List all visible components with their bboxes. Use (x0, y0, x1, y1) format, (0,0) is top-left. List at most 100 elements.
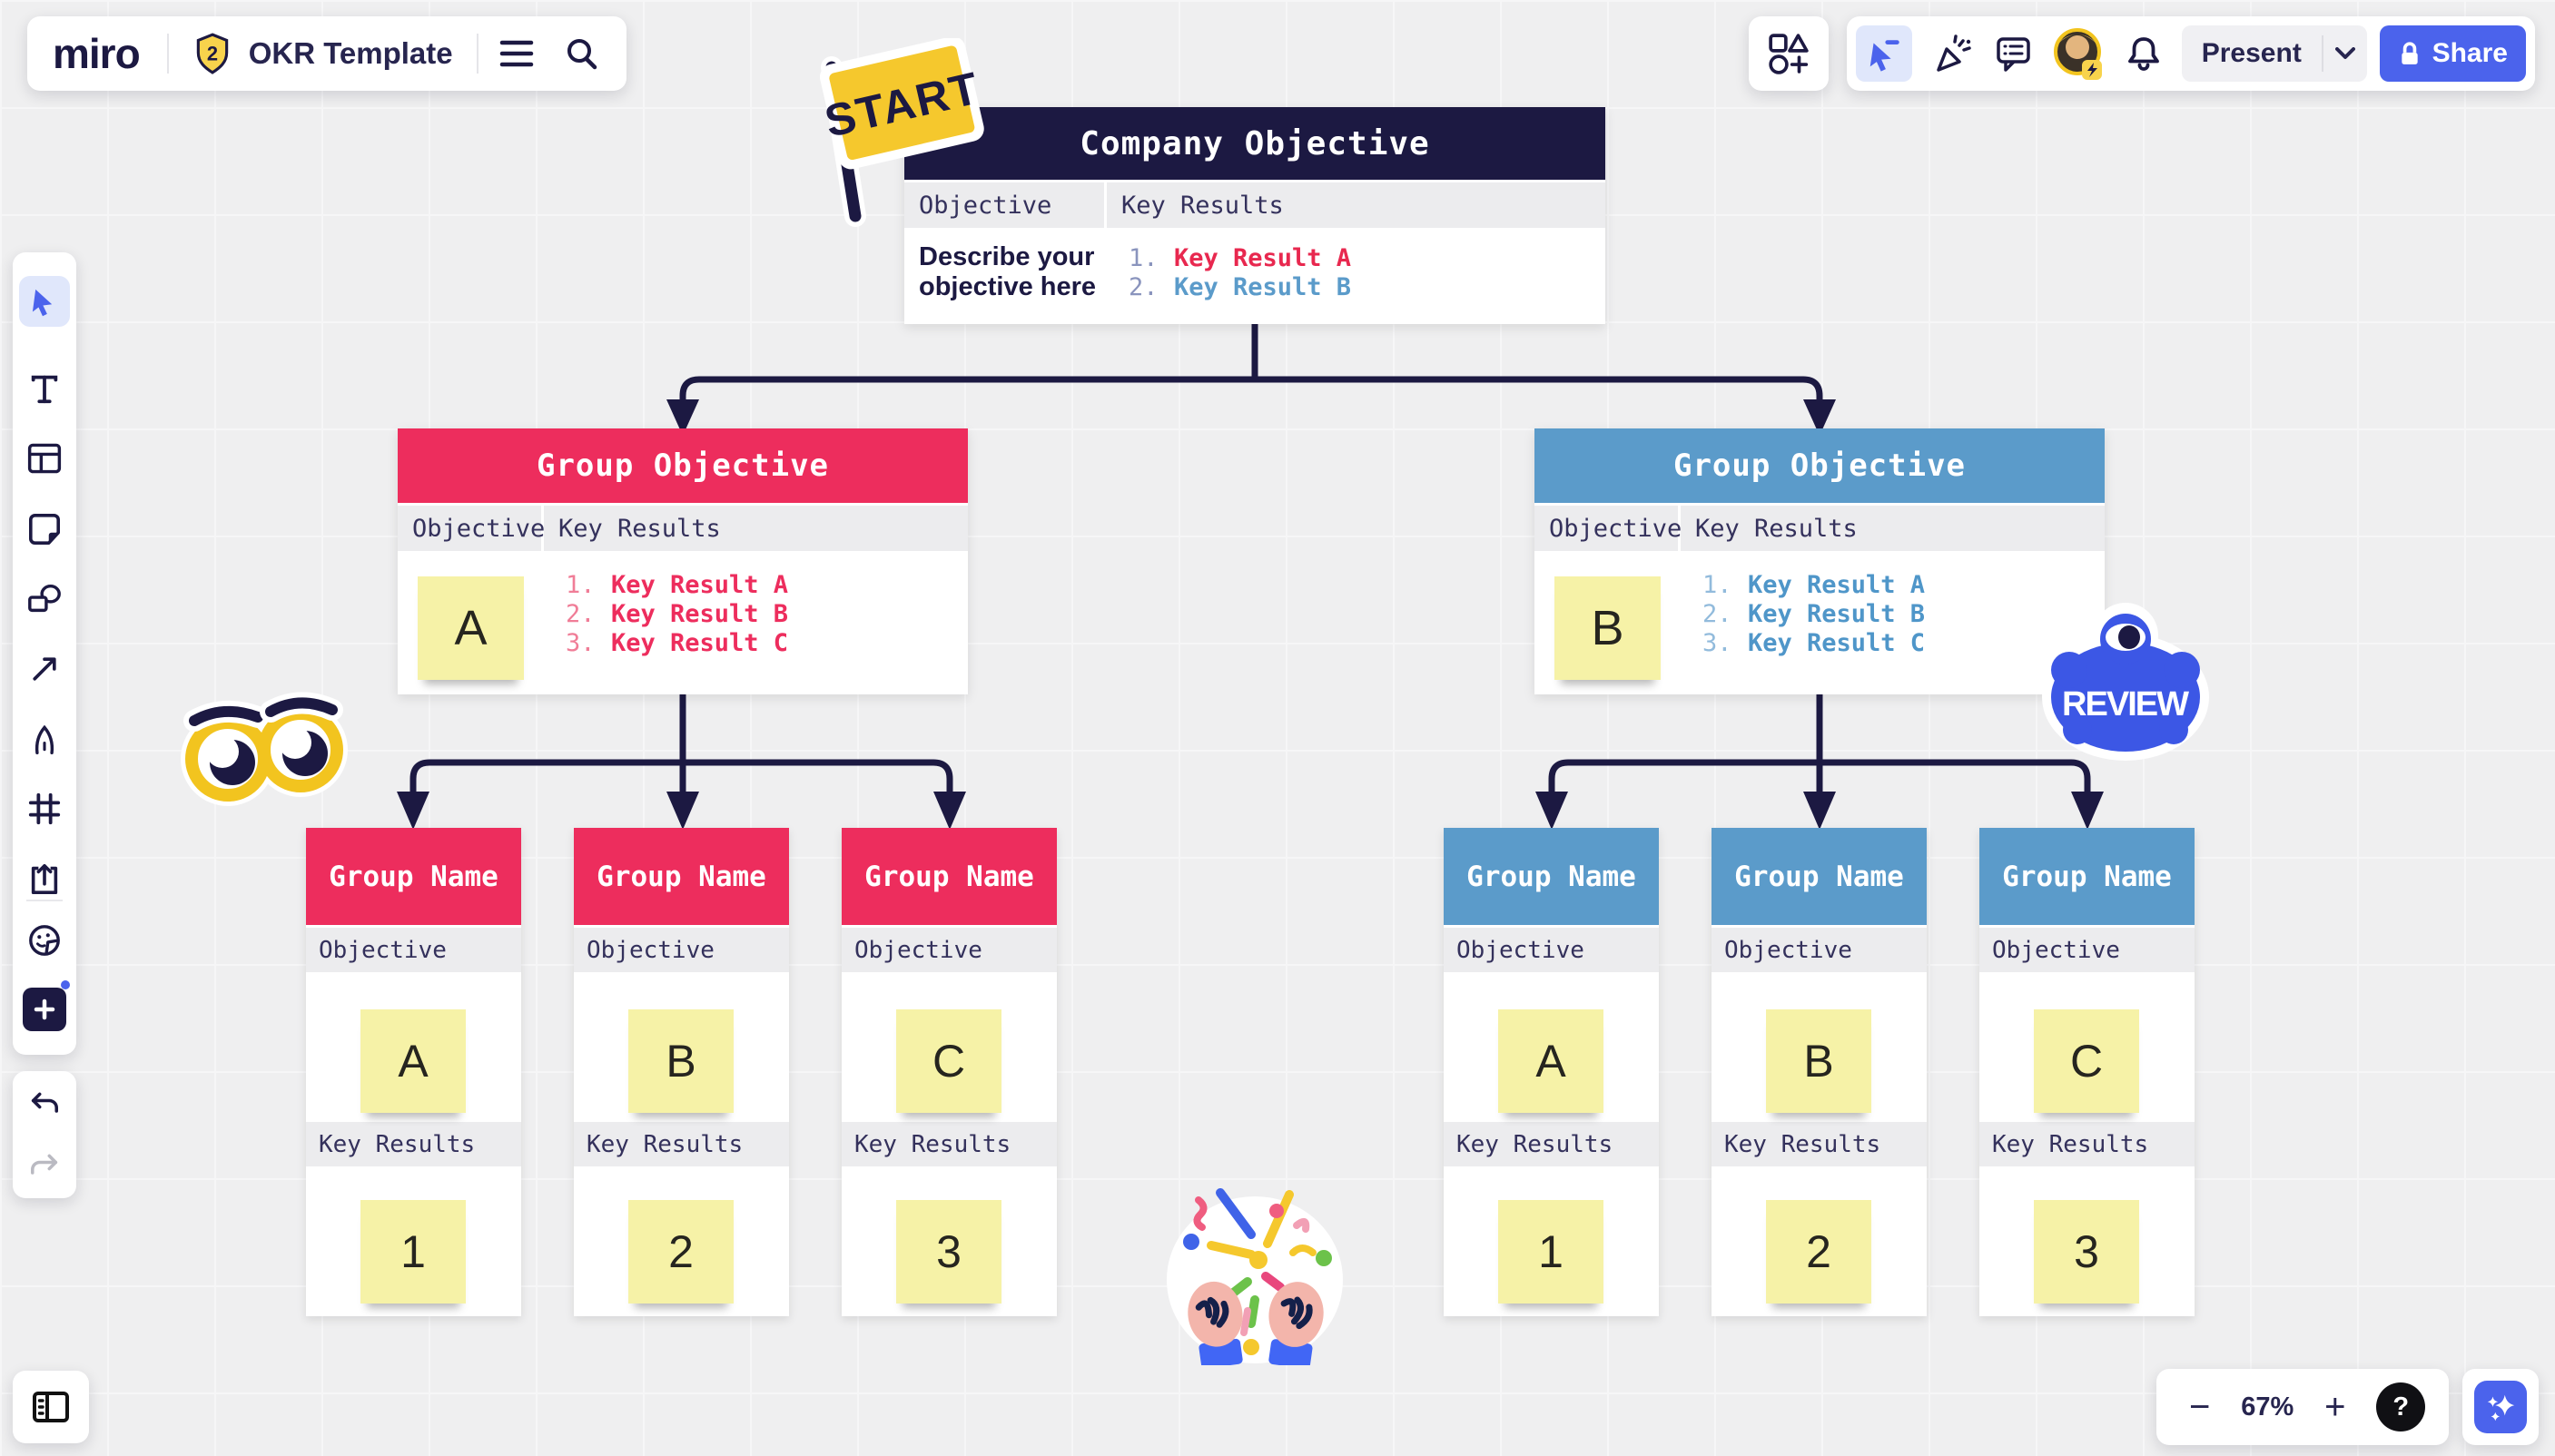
toolbar-divider (26, 900, 63, 901)
group-name-card[interactable]: Group Name Objective A Key Results 1 (306, 828, 521, 1316)
lock-icon (2401, 42, 2418, 64)
ai-assistant-card (2462, 1369, 2539, 1445)
sticky-note[interactable]: 2 (1766, 1200, 1871, 1304)
pointer-cursor-icon (1869, 40, 1899, 72)
group-name-card[interactable]: Group Name Objective C Key Results 3 (842, 828, 1057, 1316)
group-objective-table-right[interactable]: Group Objective Objective Key Results B … (1534, 428, 2105, 694)
group-name-card[interactable]: Group Name Objective B Key Results 2 (574, 828, 789, 1316)
group-key-result[interactable]: 3. Key Result C (566, 629, 789, 657)
select-tool-active[interactable] (1856, 25, 1912, 82)
group-key-result[interactable]: 2. Key Result B (566, 600, 789, 628)
redo-button[interactable] (19, 1140, 70, 1191)
reactions-button[interactable] (1925, 25, 1976, 82)
group-col-objective: Objective (1534, 506, 1682, 551)
sticky-note[interactable]: 3 (896, 1200, 1001, 1304)
undo-redo-toolbar (13, 1071, 76, 1198)
sticky-note[interactable]: A (418, 576, 524, 680)
search-button[interactable] (553, 25, 611, 83)
group-key-result[interactable]: 1. Key Result A (566, 571, 789, 599)
sticky-note[interactable]: B (1554, 576, 1661, 680)
sticky-note[interactable]: C (896, 1009, 1001, 1113)
key-results-row: Key Results (1444, 1122, 1659, 1169)
objective-row: Objective (842, 928, 1057, 975)
ai-sparkles-icon (2487, 1394, 2515, 1422)
present-button[interactable]: Present (2201, 38, 2302, 68)
company-key-result-2[interactable]: 2. Key Result B (1129, 273, 1352, 301)
text-tool[interactable] (19, 363, 70, 414)
pen-tool[interactable] (19, 713, 70, 764)
sticker-emoji-icon (29, 925, 60, 956)
group-key-result[interactable]: 2. Key Result B (1702, 600, 1926, 628)
group-name-header: Group Name (306, 828, 521, 928)
start-flag-sticker[interactable]: START (795, 36, 991, 233)
review-sticker[interactable]: REVIEW (2039, 599, 2212, 767)
zoom-in-button[interactable]: + (2324, 1386, 2346, 1427)
objective-row: Objective (1979, 928, 2195, 975)
ai-assistant-button[interactable] (2474, 1381, 2527, 1433)
sticky-note[interactable]: 2 (628, 1200, 734, 1304)
company-key-result-1[interactable]: 1. Key Result A (1129, 244, 1352, 272)
more-apps-button[interactable] (23, 980, 70, 1031)
sticky-note[interactable]: B (628, 1009, 734, 1113)
group-objective-table-left[interactable]: Group Objective Objective Key Results A … (398, 428, 968, 694)
eyes-sticker[interactable] (180, 686, 354, 823)
company-objective-title: Company Objective (1080, 124, 1430, 162)
sticky-note[interactable]: B (1766, 1009, 1871, 1113)
group-key-result[interactable]: 1. Key Result A (1702, 571, 1926, 599)
divider (166, 34, 169, 74)
frame-tool[interactable] (19, 783, 70, 834)
collab-toolbar: Present Share (1847, 16, 2535, 91)
redo-icon (31, 1154, 58, 1175)
company-objective-text[interactable]: Describe your objective here (919, 242, 1097, 301)
widgets-button[interactable] (1749, 16, 1829, 91)
sticky-note-tool[interactable] (19, 504, 70, 555)
board-title[interactable]: OKR Template (248, 36, 453, 70)
zoom-out-button[interactable]: − (2189, 1386, 2211, 1427)
shapes-tool[interactable] (19, 574, 70, 625)
group-key-result[interactable]: 3. Key Result C (1702, 629, 1926, 657)
comments-button[interactable] (1988, 25, 2039, 82)
group-name-card[interactable]: Group Name Objective A Key Results 1 (1444, 828, 1659, 1316)
group-objective-title: Group Objective (1672, 448, 1967, 484)
sticky-note[interactable]: 1 (360, 1200, 466, 1304)
group-name-header: Group Name (1712, 828, 1927, 928)
notifications-button[interactable] (2118, 25, 2169, 82)
comment-icon (1996, 37, 2030, 72)
shield-badge-icon: 2 (196, 33, 228, 74)
present-split-button: Present (2181, 25, 2367, 82)
user-avatar[interactable] (2051, 25, 2106, 82)
group-objective-header: Group Objective (1534, 428, 2105, 503)
templates-tool[interactable] (19, 433, 70, 484)
group-name-header: Group Name (574, 828, 789, 928)
sticky-note[interactable]: A (1498, 1009, 1603, 1113)
board-menu-button[interactable] (488, 25, 546, 83)
group-name-card[interactable]: Group Name Objective B Key Results 2 (1712, 828, 1927, 1316)
plus-icon (34, 999, 55, 1020)
share-button[interactable]: Share (2379, 25, 2526, 82)
shapes-icon (28, 585, 61, 613)
sticky-note[interactable]: 3 (2034, 1200, 2139, 1304)
group-name-header: Group Name (842, 828, 1057, 928)
celebration-sticker[interactable] (1164, 1173, 1346, 1370)
zoom-level[interactable]: 67% (2241, 1392, 2294, 1422)
sticky-note[interactable]: 1 (1498, 1200, 1603, 1304)
undo-icon (31, 1092, 58, 1113)
company-objective-table[interactable]: Company Objective Objective Key Results … (904, 107, 1605, 324)
select-tool[interactable] (19, 276, 70, 327)
panel-toggle-button[interactable] (13, 1371, 89, 1443)
pen-icon (35, 724, 54, 755)
connector-tool[interactable] (19, 644, 70, 694)
group-name-header: Group Name (1444, 828, 1659, 928)
present-dropdown-button[interactable] (2323, 25, 2367, 82)
undo-button[interactable] (19, 1078, 70, 1129)
help-button[interactable]: ? (2376, 1382, 2426, 1431)
miro-logo[interactable]: miro (53, 30, 141, 77)
group-name-card[interactable]: Group Name Objective C Key Results 3 (1979, 828, 2195, 1316)
sticky-note[interactable]: C (2034, 1009, 2139, 1113)
stickers-tool[interactable] (19, 915, 70, 966)
sticky-note[interactable]: A (360, 1009, 466, 1113)
divider (2321, 35, 2323, 72)
upload-tool[interactable] (19, 853, 70, 904)
